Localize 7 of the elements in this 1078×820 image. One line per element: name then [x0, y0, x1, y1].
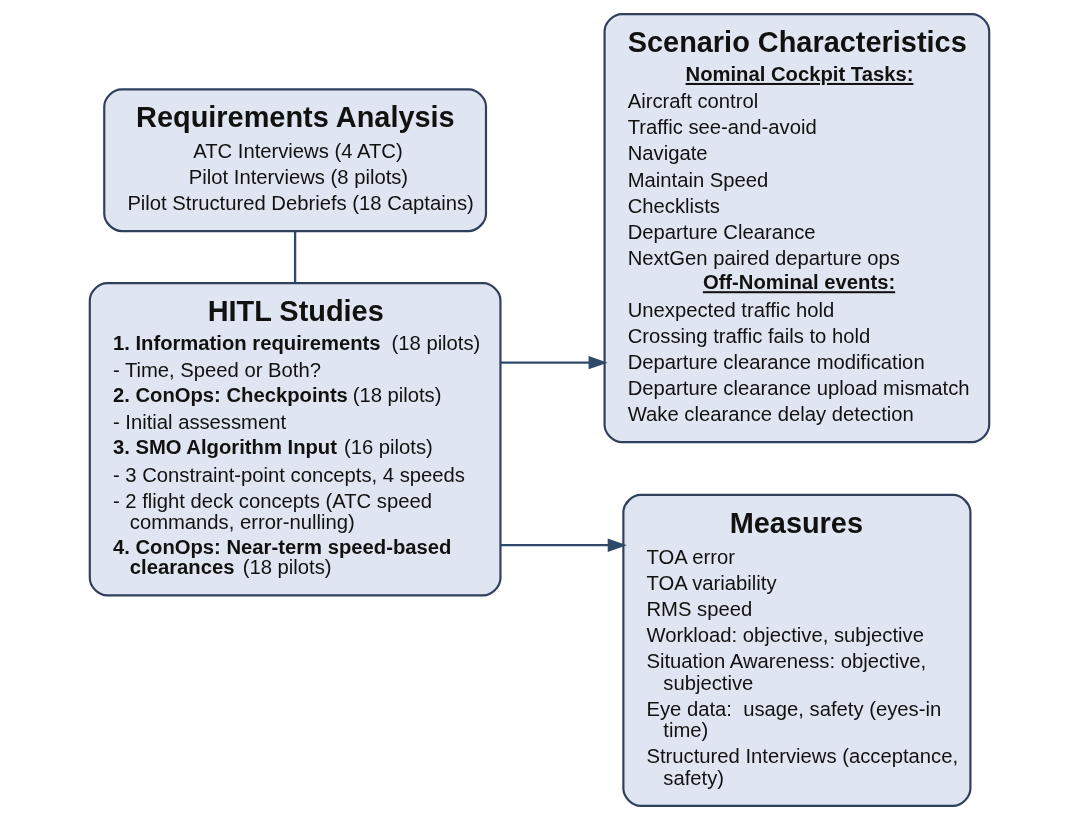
node-box: Requirements Analysis ATC Interviews (4 ATC) Pilot Interviews (8 pilots) Pilot Structured Debriefs (18 Captains) [102, 88, 487, 233]
connector [293, 231, 296, 283]
node-box: Measures TOA error TOA variability RMS speed Workload: objective, subjective Situation Awareness: objective, subjective Eye data: usage, safety (eyes-in time) Structured Interviews (acceptance, safety) [621, 493, 971, 807]
arrow [500, 538, 627, 552]
node-box: HITL Studies 1. Information requirements (18 pilots) - Time, Speed or Both? 2. ConOps: Checkpoints (18 pilots) - Initial assessment 3. SMO Algorithm Input (16 pilots) - 3 Constraint-point concepts, 4 speeds - 2 flight deck concepts (ATC speed commands, error-nulling) 4. ConOps: Near-term speed-based clearances (18 pilots) [88, 282, 502, 597]
node-box: Scenario Characteristics Nominal Cockpit Tasks: Aircraft control Traffic see-and-avoid Navigate Maintain Speed Checklists Departure Clearance NextGen paired departure ops Off-Nominal events: Unexpected traffic hold Crossing traffic fails to hold Departure clearance modification Departure clearance upload mismatch Wake clearance delay detection [603, 13, 990, 444]
arrow [500, 355, 608, 370]
